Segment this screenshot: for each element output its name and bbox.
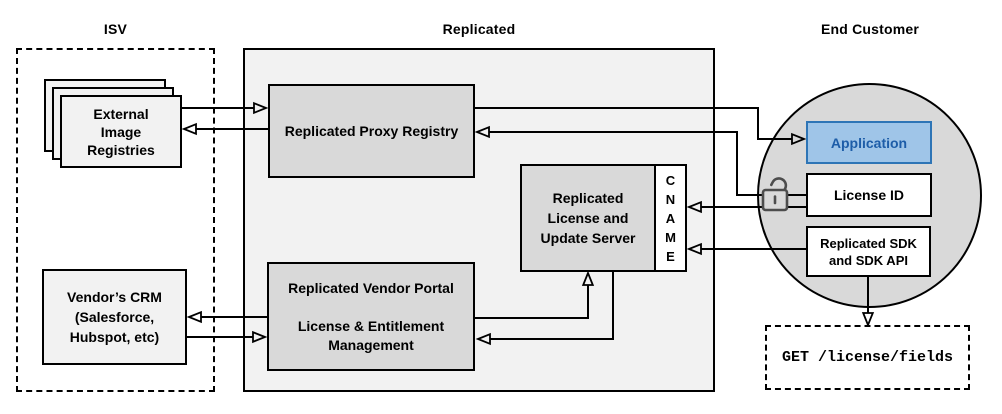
license-update-server-node: Replicated License and Update Server xyxy=(520,164,656,272)
arrowhead-into-get xyxy=(861,312,875,328)
license-id-node: License ID xyxy=(806,173,932,217)
open-padlock-icon xyxy=(761,177,789,212)
cname-node: CNAME xyxy=(654,164,687,272)
replicated-sdk-node: Replicated SDK and SDK API xyxy=(806,226,931,277)
get-license-fields-node: GET /license/fields xyxy=(765,325,970,390)
isv-section-label: ISV xyxy=(103,21,128,37)
application-node: Application xyxy=(806,121,932,164)
vendor-portal-node: Replicated Vendor Portal License & Entit… xyxy=(267,262,475,371)
cname-label: CNAME xyxy=(665,172,676,264)
end-customer-section-label: End Customer xyxy=(820,21,920,37)
vendors-crm-node: Vendor’s CRM (Salesforce, Hubspot, etc) xyxy=(42,269,187,365)
external-image-registries-node: External Image Registries xyxy=(60,95,182,168)
replicated-section-label: Replicated xyxy=(442,21,516,37)
replicated-proxy-registry-node: Replicated Proxy Registry xyxy=(268,84,475,178)
isv-section-container xyxy=(16,48,215,392)
